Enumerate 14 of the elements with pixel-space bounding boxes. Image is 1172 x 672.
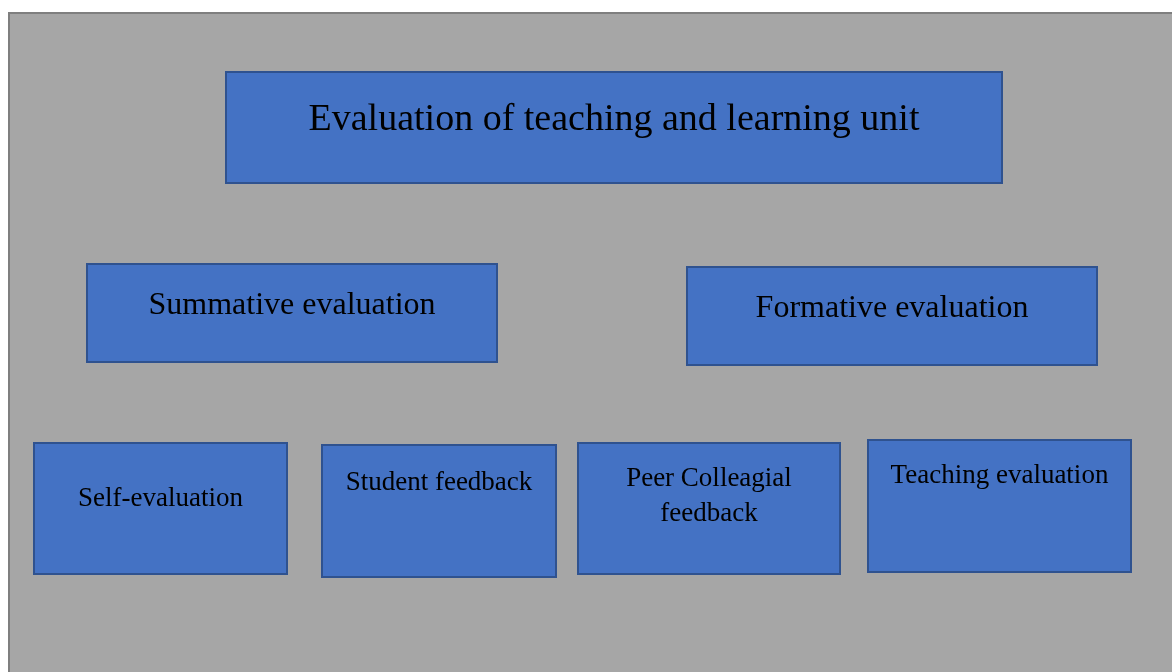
- box-label: Student feedback: [345, 465, 533, 498]
- process-box: [577, 442, 841, 575]
- process-box: [686, 266, 1098, 366]
- box-label: Self-evaluation: [78, 481, 243, 514]
- process-box: [321, 444, 557, 578]
- box-label: Summative evaluation: [148, 284, 436, 323]
- box-label: Teaching evaluation: [890, 458, 1109, 491]
- process-box: [33, 442, 288, 575]
- box-label: Formative evaluation: [755, 287, 1029, 326]
- box-label: Evaluation of teaching and learning unit: [308, 95, 920, 140]
- process-box: [86, 263, 498, 363]
- process-box: [867, 439, 1132, 573]
- box-label: Peer Colleagial feedback: [625, 461, 793, 530]
- process-box: [225, 71, 1003, 184]
